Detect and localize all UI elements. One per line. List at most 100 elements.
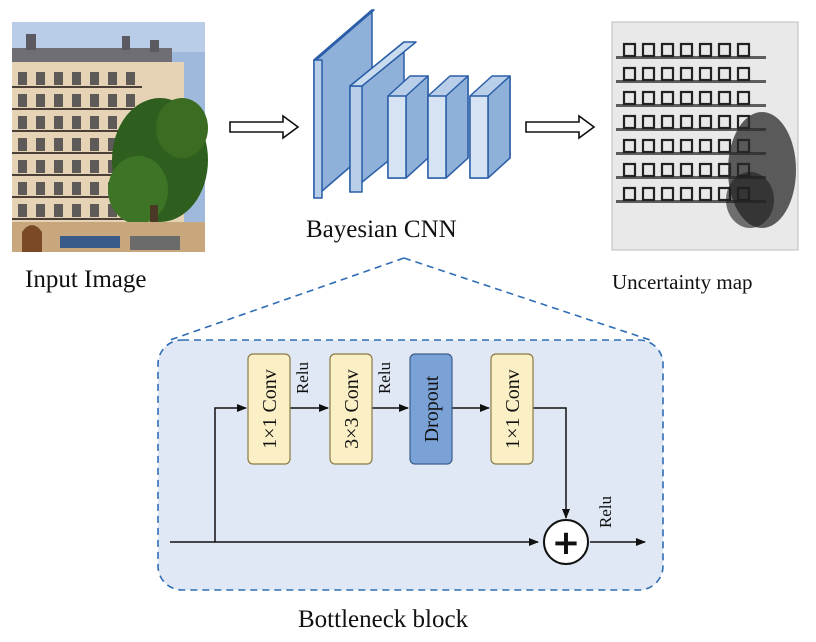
uncertainty-window [698,114,713,130]
input-image-label: Input Image [25,266,147,293]
facade-window [54,182,63,195]
uncertainty-window [641,162,656,178]
facade-window [36,94,45,107]
block-label: 1×1 Conv [502,369,524,449]
facade-window [18,182,27,195]
uncertainty-window [622,66,637,82]
uncertainty-edge [616,104,766,107]
sum-node [543,519,589,565]
uncertainty-window [698,138,713,154]
uncertainty-edge [616,128,766,131]
facade-window [108,116,117,129]
uncertainty-window [660,42,675,58]
uncertainty-window [622,114,637,130]
arrow-conv1b-sum [533,407,570,519]
facade-window [36,138,45,151]
facade-window [54,72,63,85]
hollow-arrow-2 [525,114,596,140]
uncertainty-edge [616,152,766,155]
facade-window [108,138,117,151]
uncertainty-window [622,90,637,106]
facade-window [18,160,27,173]
bottleneck-block-label: Bottleneck block [298,606,469,633]
uncertainty-window [641,42,656,58]
facade-balcony [12,196,142,198]
uncertainty-window [736,66,751,82]
facade-window [36,160,45,173]
facade-window [54,204,63,217]
uncertainty-window [660,138,675,154]
block-label: Dropout [421,375,443,442]
uncertainty-window [622,162,637,178]
uncertainty-window [679,42,694,58]
uncertainty-window [660,186,675,202]
facade-window [72,72,81,85]
facade-window [54,94,63,107]
uncertainty-edge [616,200,766,203]
uncertainty-window [641,186,656,202]
facade-window [126,94,135,107]
zoom-line-right [403,257,651,341]
facade-window [72,138,81,151]
facade-window [72,160,81,173]
facade-window [18,94,27,107]
uncertainty-window [679,66,694,82]
facade-window [36,204,45,217]
uncertainty-window [660,90,675,106]
uncertainty-window [698,186,713,202]
facade-balcony [12,108,142,110]
uncertainty-window [660,162,675,178]
uncertainty-window [622,138,637,154]
facade-window [54,138,63,151]
uncertainty-window [679,90,694,106]
facade-window [72,204,81,217]
facade-window [72,116,81,129]
block-label: 1×1 Conv [259,369,281,449]
uncertainty-window [717,138,732,154]
skip-branch [214,404,247,542]
facade-window [72,182,81,195]
facade-window [108,94,117,107]
uncertainty-window [641,114,656,130]
block-label: 3×3 Conv [341,369,363,449]
facade-window [54,116,63,129]
uncertainty-window [679,138,694,154]
facade-balcony [12,86,142,88]
uncertainty-window [641,90,656,106]
uncertainty-window [660,114,675,130]
uncertainty-window [679,114,694,130]
uncertainty-window [679,186,694,202]
uncertainty-window [698,90,713,106]
bayesian-cnn-label: Bayesian CNN [306,216,457,243]
cnn-layer-stack [313,9,511,199]
facade-window [90,138,99,151]
uncertainty-window [698,42,713,58]
uncertainty-edge [616,176,766,179]
facade-balcony [12,152,142,154]
facade-window [108,204,117,217]
uncertainty-window [698,66,713,82]
uncertainty-edge [616,56,766,59]
uncertainty-window [717,42,732,58]
sum-symbol: + [552,523,581,563]
facade-balcony [12,218,142,220]
hollow-arrow-1 [229,114,300,140]
uncertainty-window [622,186,637,202]
uncertainty-window [622,42,637,58]
uncertainty-map-image [611,21,799,251]
facade-window [126,72,135,85]
facade-balcony [12,130,142,132]
facade-window [108,72,117,85]
relu-label-2: Relu [375,361,394,394]
block-conv3x3: 3×3 Conv [329,353,373,465]
facade-window [36,182,45,195]
input-building-photo [12,22,208,252]
uncertainty-window [717,90,732,106]
block-conv1x1-a: 1×1 Conv [247,353,291,465]
uncertainty-window [736,42,751,58]
facade-window [18,116,27,129]
facade-window [90,204,99,217]
uncertainty-window [698,162,713,178]
uncertainty-window [660,66,675,82]
